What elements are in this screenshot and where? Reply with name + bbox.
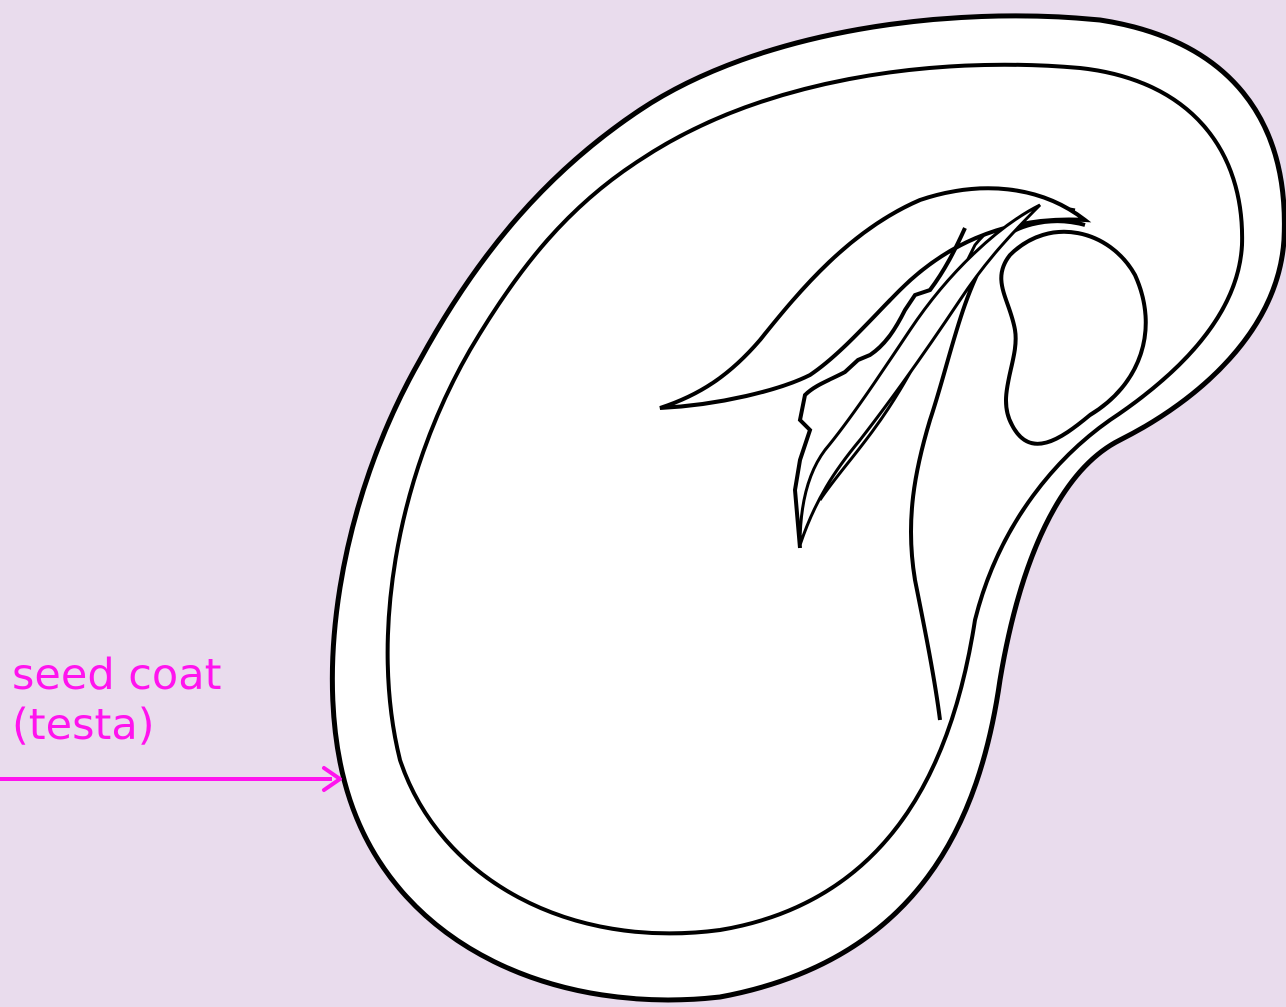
seed-coat-label: seed coat (testa) xyxy=(12,650,221,750)
seed-coat-label-line2: (testa) xyxy=(12,700,221,750)
seed-coat-label-line1: seed coat xyxy=(12,650,221,700)
